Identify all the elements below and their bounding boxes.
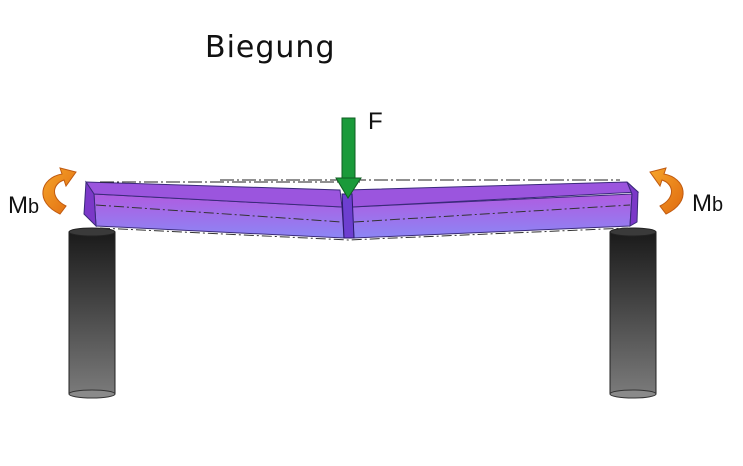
beam-left-end <box>83 180 97 228</box>
right-moment-sub: b <box>712 194 724 216</box>
beam-original-outline <box>100 179 620 183</box>
force-label: F <box>368 108 383 135</box>
right-moment-arrow-icon <box>649 167 684 215</box>
left-moment-label: Mb <box>8 192 39 220</box>
beam-bottom-line <box>99 227 629 241</box>
beam-center-kink <box>341 193 355 239</box>
beam-neutral-line-left <box>95 204 343 223</box>
left-support <box>68 227 116 399</box>
beam-right-end <box>626 181 639 227</box>
left-moment-sub: b <box>28 196 40 218</box>
left-moment-main: M <box>8 192 28 219</box>
diagram-title: Biegung <box>205 30 336 65</box>
beam <box>83 179 640 241</box>
force-arrow <box>335 117 362 199</box>
right-moment-label: Mb <box>692 190 723 218</box>
beam-neutral-line-right <box>353 204 631 223</box>
left-moment-arrow-icon <box>42 167 77 215</box>
right-support <box>609 227 657 399</box>
right-moment-main: M <box>692 190 712 217</box>
